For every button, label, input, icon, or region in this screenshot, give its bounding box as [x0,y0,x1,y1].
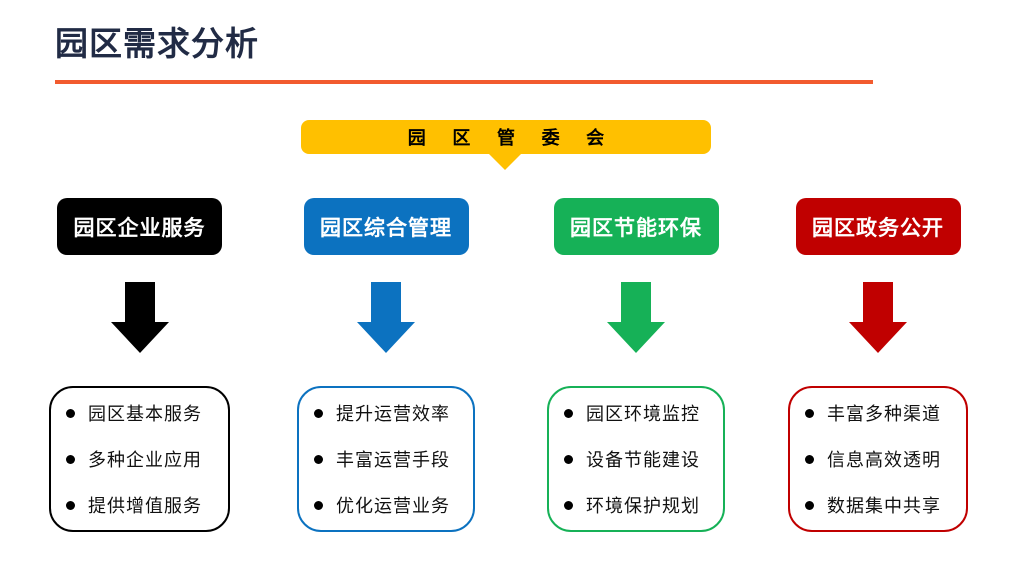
list-item-label: 优化运营业务 [336,496,450,516]
list-item: 多种企业应用 [66,448,222,470]
bullet-icon [805,454,814,464]
list-item: 园区环境监控 [564,402,717,424]
category-badge: 园区节能环保 [553,198,719,255]
list-item: 丰富多种渠道 [805,402,960,424]
bullet-icon [66,454,75,464]
bullet-icon [314,500,323,510]
category-badge: 园区综合管理 [303,198,469,255]
category-badge: 园区企业服务 [57,198,222,255]
down-arrow-icon [110,282,170,353]
category-badge: 园区政务公开 [795,198,961,255]
list-item-label: 提升运营效率 [336,404,450,424]
list-card: 园区环境监控 设备节能建设 环境保护规划 [547,386,725,532]
column-energy-environment: 园区节能环保 园区环境监控 设备节能建设 环境保护规划 [547,198,725,532]
list-item: 信息高效透明 [805,448,960,470]
list-item-label: 多种企业应用 [88,450,202,470]
bullet-icon [314,408,323,418]
list-card: 园区基本服务 多种企业应用 提供增值服务 [49,386,230,532]
bullet-icon [564,500,573,510]
list-item: 设备节能建设 [564,448,717,470]
list-item-label: 丰富多种渠道 [827,404,941,424]
list-card: 提升运营效率 丰富运营手段 优化运营业务 [297,386,475,532]
list-item-label: 信息高效透明 [827,450,941,470]
list-item-label: 设备节能建设 [586,450,700,470]
list-item-label: 园区基本服务 [88,404,202,424]
bullet-icon [805,408,814,418]
list-item-label: 环境保护规划 [586,496,700,516]
list-item-label: 园区环境监控 [586,404,700,424]
committee-banner: 园 区 管 委 会 [301,120,711,154]
list-card: 丰富多种渠道 信息高效透明 数据集中共享 [788,386,968,532]
list-item-label: 数据集中共享 [827,496,941,516]
bullet-icon [564,454,573,464]
page-title: 园区需求分析 [55,25,259,62]
bullet-icon [805,500,814,510]
down-arrow-icon [356,282,416,353]
list-item: 优化运营业务 [314,494,467,516]
committee-label: 园 区 管 委 会 [407,128,615,148]
committee-pointer-icon [488,153,522,170]
list-item: 数据集中共享 [805,494,960,516]
list-item: 环境保护规划 [564,494,717,516]
list-item: 丰富运营手段 [314,448,467,470]
list-item-label: 丰富运营手段 [336,450,450,470]
bullet-icon [66,500,75,510]
column-comprehensive-management: 园区综合管理 提升运营效率 丰富运营手段 优化运营业务 [297,198,475,532]
column-government-disclosure: 园区政务公开 丰富多种渠道 信息高效透明 数据集中共享 [788,198,968,532]
bullet-icon [66,408,75,418]
down-arrow-icon [606,282,666,353]
list-item: 园区基本服务 [66,402,222,424]
list-item: 提供增值服务 [66,494,222,516]
bullet-icon [564,408,573,418]
list-item-label: 提供增值服务 [88,496,202,516]
list-item: 提升运营效率 [314,402,467,424]
down-arrow-icon [848,282,908,353]
column-enterprise-services: 园区企业服务 园区基本服务 多种企业应用 提供增值服务 [49,198,230,532]
bullet-icon [314,454,323,464]
title-underline [55,80,873,84]
